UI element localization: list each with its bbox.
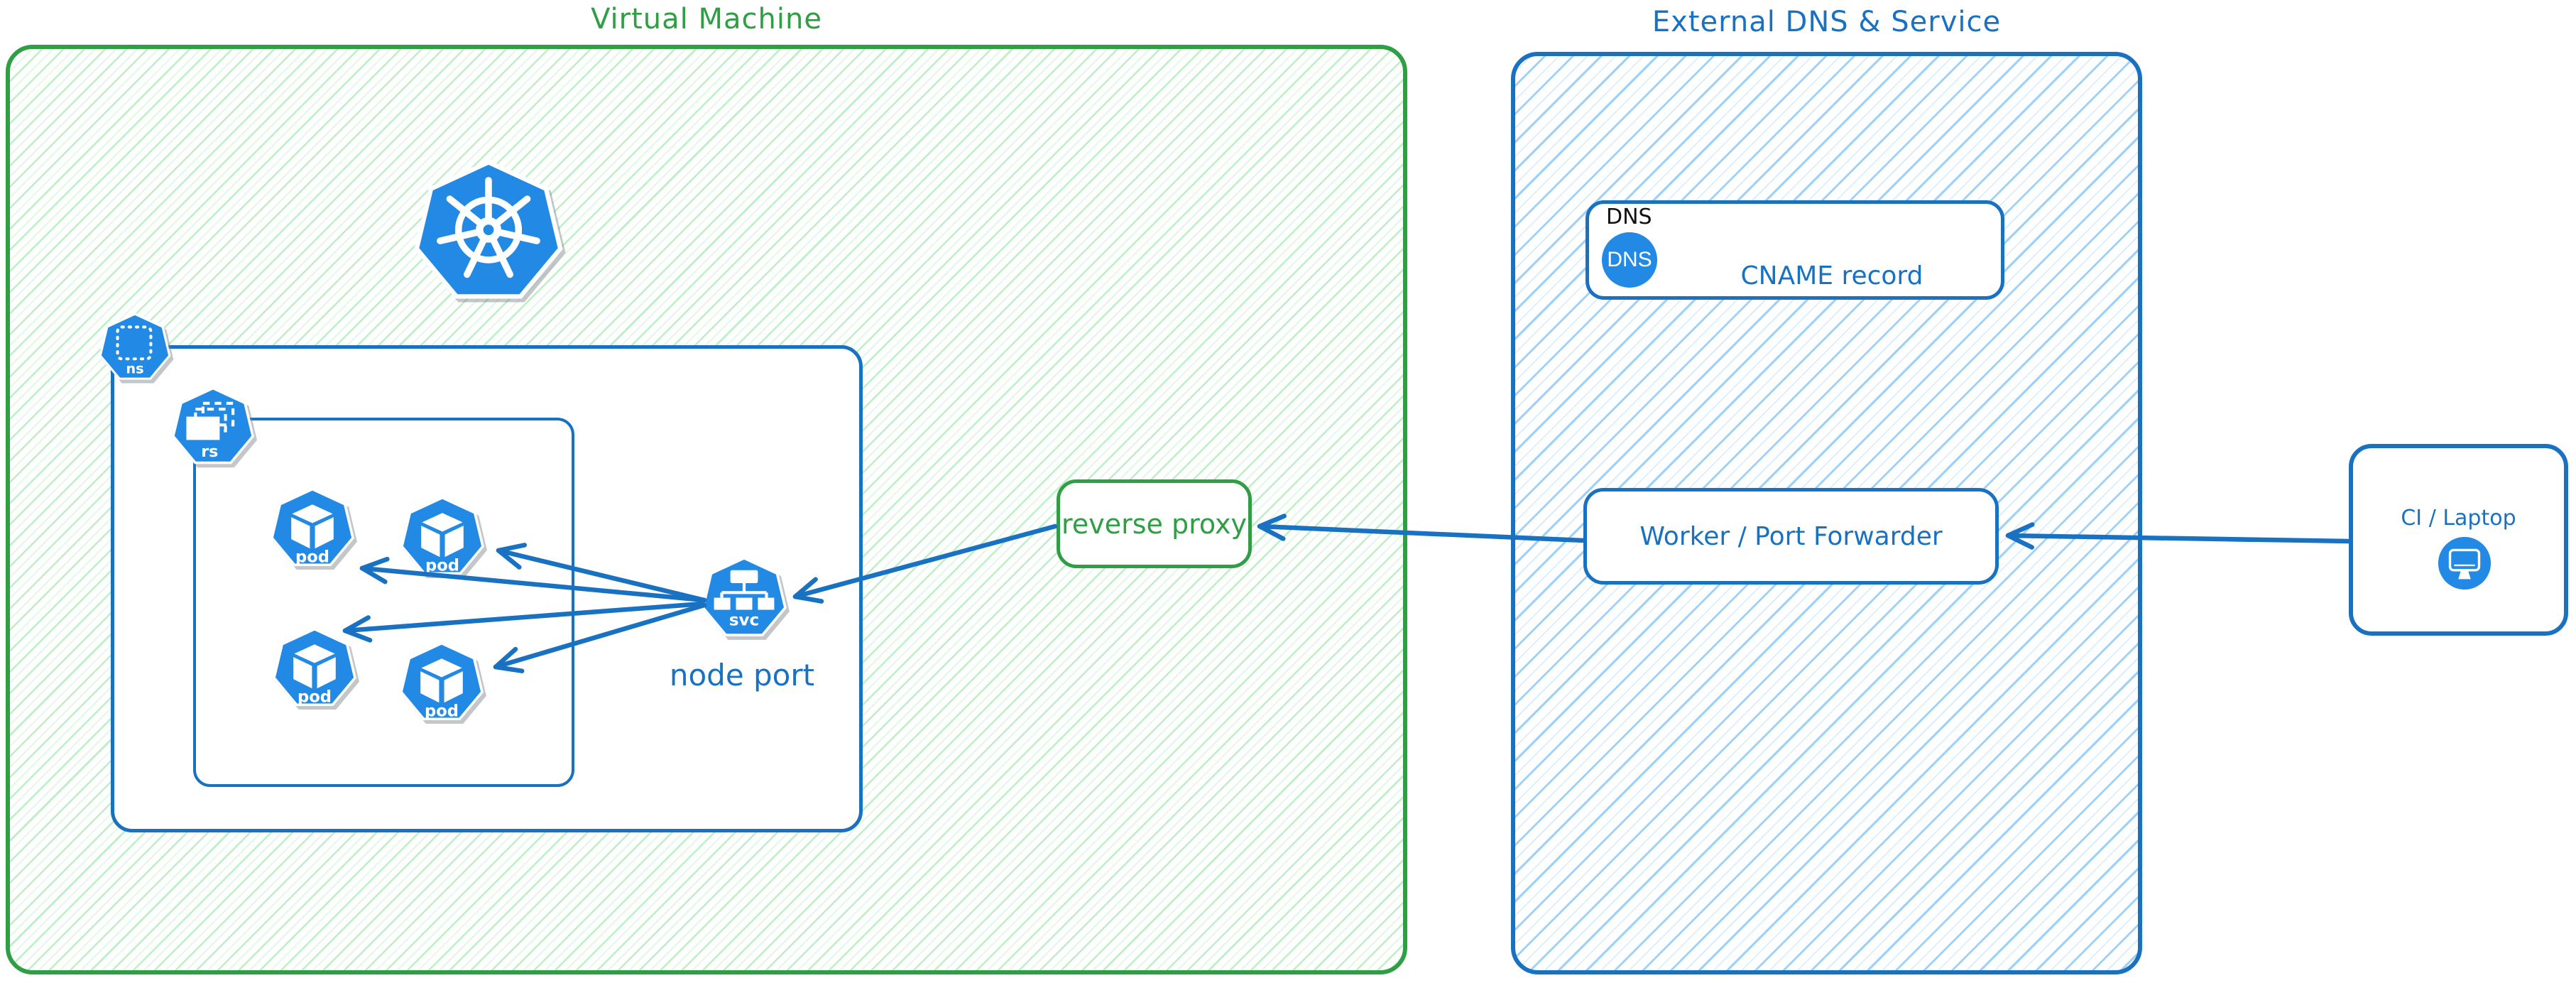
ci-laptop-label: CI / Laptop	[2401, 506, 2516, 531]
worker-port-forwarder-box: Worker / Port Forwarder	[1583, 488, 1999, 585]
reverse-proxy-label: reverse proxy	[1061, 508, 1247, 540]
external-dns-service-title: External DNS & Service	[1652, 6, 2002, 38]
virtual-machine-title: Virtual Machine	[591, 3, 822, 36]
replicaset-icon-label: rs	[201, 442, 218, 461]
namespace-icon: ns	[99, 313, 171, 380]
namespace-icon-label: ns	[126, 361, 143, 377]
dns-icon: DNS	[1602, 232, 1657, 288]
pod-icon-label: pod	[425, 702, 459, 720]
pod-icon-label: pod	[295, 548, 329, 566]
dns-icon-label: DNS	[1607, 248, 1652, 271]
replicaset-icon: rs	[172, 386, 254, 465]
dns-group-label: DNS	[1606, 205, 1652, 229]
monitor-icon	[2438, 536, 2492, 590]
service-icon-label: svc	[729, 611, 759, 629]
node-port-label: node port	[669, 658, 815, 693]
reverse-proxy-box: reverse proxy	[1057, 479, 1252, 568]
service-icon: svc	[702, 557, 787, 636]
worker-port-forwarder-label: Worker / Port Forwarder	[1639, 521, 1943, 551]
cname-record-label: CNAME record	[1740, 261, 1923, 290]
pod-icon: pod	[400, 641, 484, 720]
kubernetes-logo-icon	[410, 159, 567, 310]
pod-icon: pod	[271, 487, 354, 566]
pod-icon-label: pod	[298, 688, 332, 706]
pod-icon: pod	[400, 496, 484, 575]
pod-icon: pod	[273, 627, 356, 706]
replicaset-box	[193, 418, 574, 787]
pod-icon-label: pod	[425, 556, 459, 575]
